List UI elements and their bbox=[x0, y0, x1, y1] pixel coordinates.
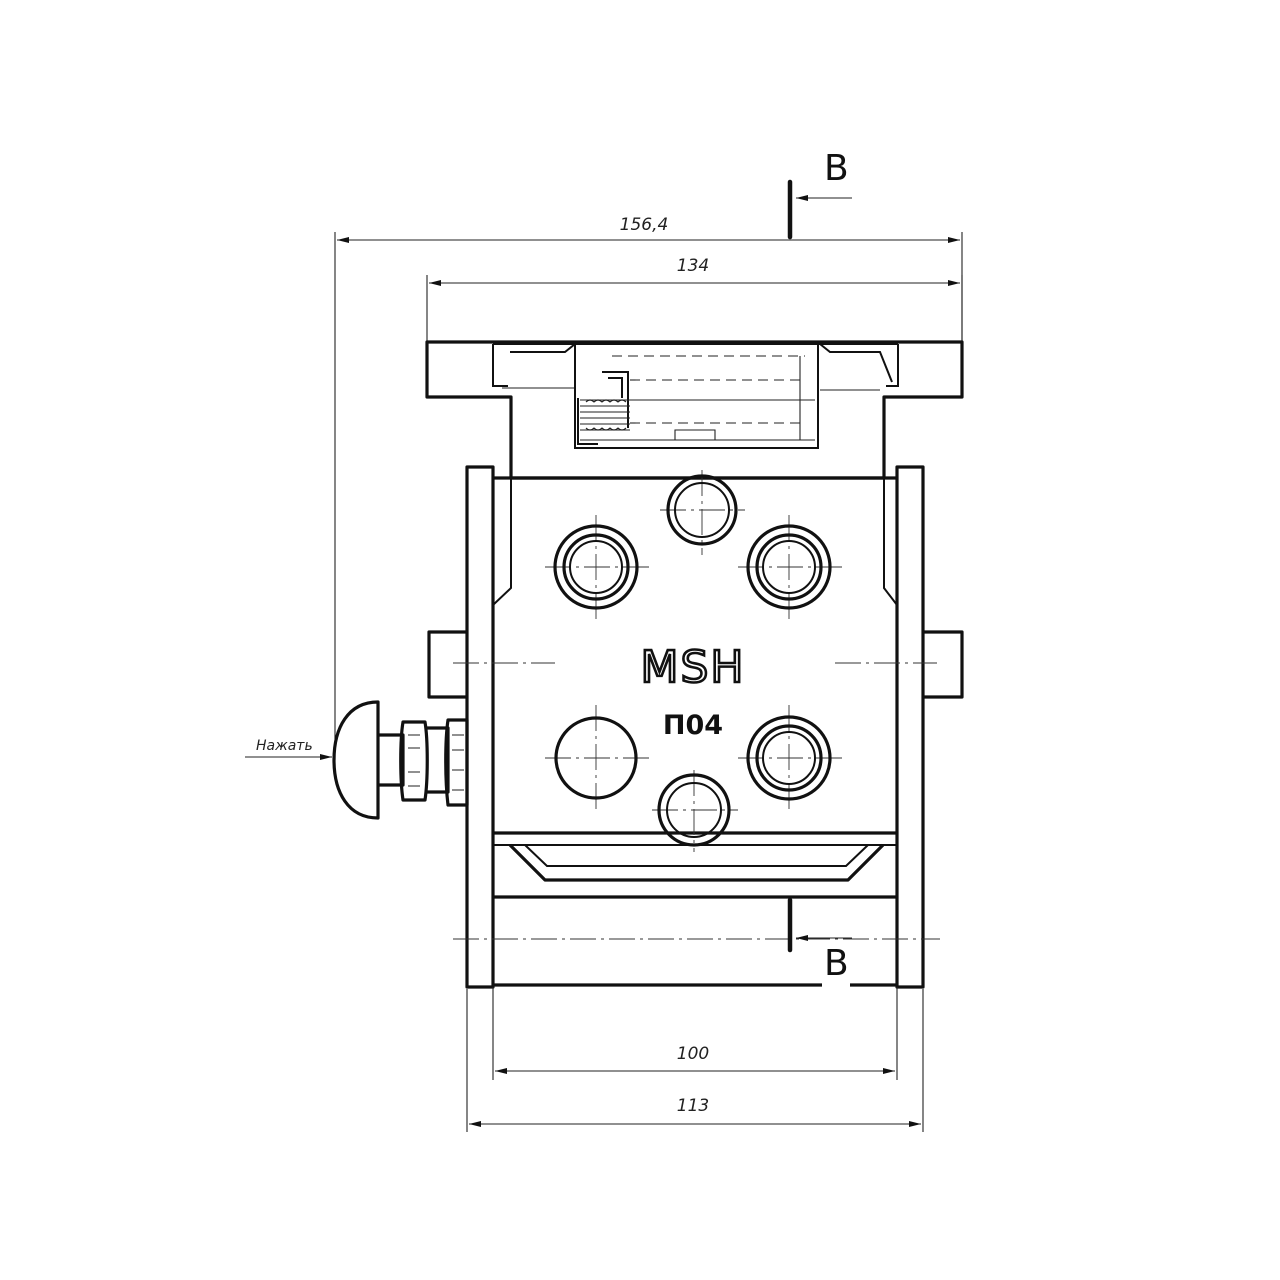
logo-text: MSH bbox=[641, 642, 746, 693]
dimension-outer-width: 113 bbox=[466, 989, 924, 1132]
centerlines bbox=[453, 470, 940, 940]
side-plate-right bbox=[895, 465, 925, 989]
mounting-plate bbox=[425, 340, 964, 480]
hole-bottom-center bbox=[657, 773, 731, 847]
dimension-plate-width-label: 134 bbox=[677, 256, 709, 276]
press-note: Нажать bbox=[245, 738, 332, 760]
section-marker-top: B bbox=[787, 148, 852, 240]
press-note-label: Нажать bbox=[256, 738, 313, 754]
side-plate-left bbox=[465, 465, 495, 989]
push-button bbox=[332, 700, 469, 820]
side-pin-left bbox=[427, 630, 467, 699]
hole-upper-right bbox=[746, 524, 832, 610]
section-letter-top: B bbox=[824, 148, 849, 189]
spring bbox=[577, 371, 630, 445]
hole-lower-left bbox=[554, 716, 638, 800]
section-letter-bottom: B bbox=[824, 943, 849, 984]
hole-upper-left bbox=[553, 524, 639, 610]
latch-mechanism bbox=[574, 344, 819, 449]
hole-top-center bbox=[666, 474, 738, 546]
side-pin-right bbox=[923, 630, 964, 699]
dimension-inner-width: 100 bbox=[492, 987, 898, 1080]
hole-lower-right bbox=[746, 715, 832, 801]
dimension-outer-width-label: 113 bbox=[677, 1096, 709, 1116]
dimension-inner-width-label: 100 bbox=[677, 1044, 709, 1064]
model-label: П04 bbox=[663, 710, 723, 741]
dimension-overall-width: 156,4 bbox=[334, 215, 963, 760]
dimension-plate-width: 134 bbox=[426, 256, 963, 345]
dimension-overall-width-label: 156,4 bbox=[620, 215, 669, 235]
section-marker-bottom: B bbox=[787, 897, 852, 984]
